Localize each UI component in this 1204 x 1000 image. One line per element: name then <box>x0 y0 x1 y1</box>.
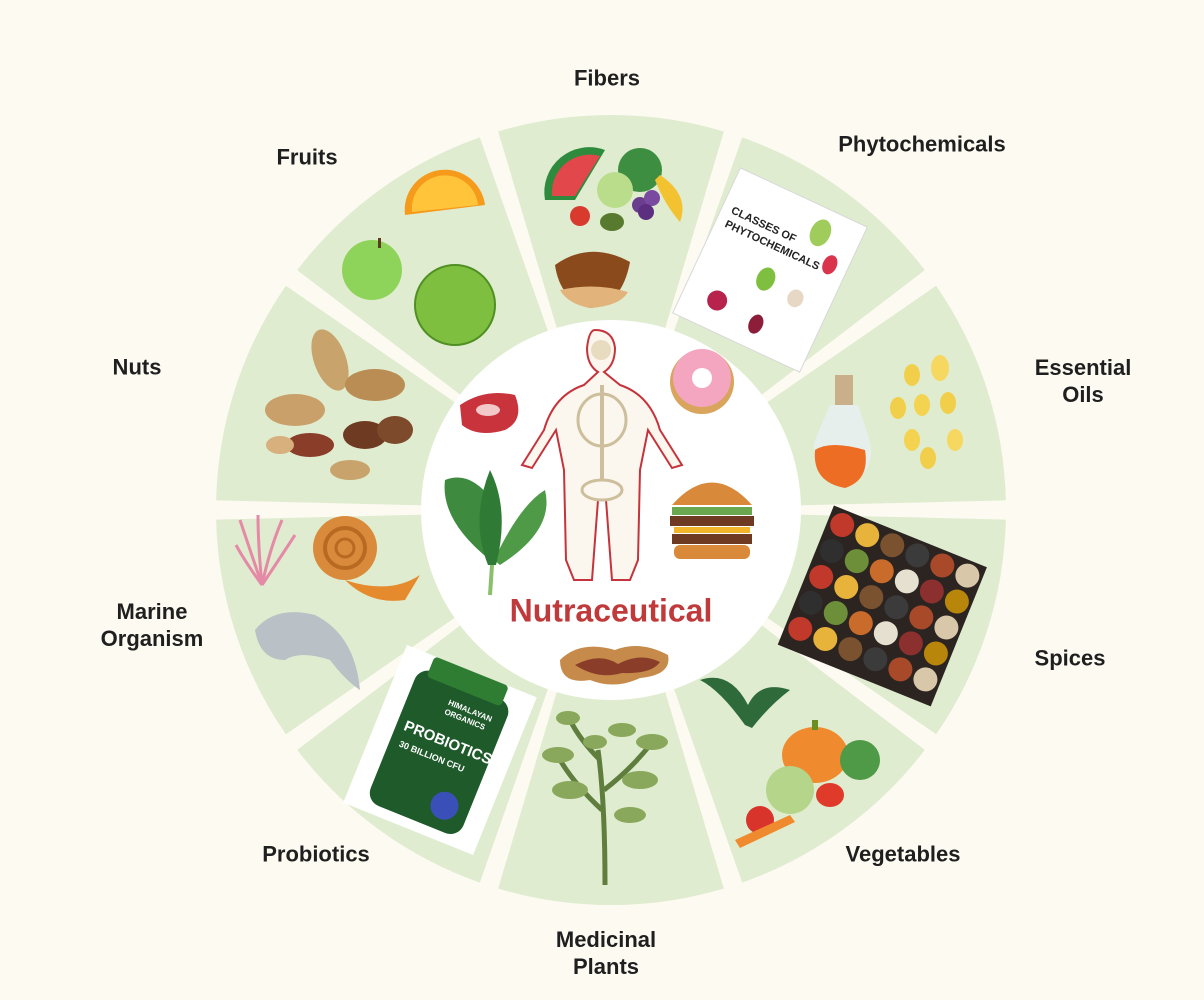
label-essential-oils: EssentialOils <box>1035 354 1132 408</box>
label-line: Medicinal <box>556 926 656 953</box>
label-fruits: Fruits <box>276 144 337 171</box>
label-line: Vegetables <box>846 841 961 868</box>
label-line: Organism <box>101 625 204 652</box>
label-line: Marine <box>101 598 204 625</box>
label-marine-organism: MarineOrganism <box>101 598 204 652</box>
label-line: Plants <box>556 953 656 980</box>
label-line: Nuts <box>113 354 162 381</box>
label-line: Fruits <box>276 144 337 171</box>
label-line: Oils <box>1035 381 1132 408</box>
label-line: Probiotics <box>262 841 370 868</box>
label-phytochemicals: Phytochemicals <box>838 131 1006 158</box>
label-fibers: Fibers <box>574 65 640 92</box>
label-line: Spices <box>1035 645 1106 672</box>
center-title: Nutraceutical <box>510 593 713 630</box>
label-vegetables: Vegetables <box>846 841 961 868</box>
label-probiotics: Probiotics <box>262 841 370 868</box>
label-spices: Spices <box>1035 645 1106 672</box>
label-line: Phytochemicals <box>838 131 1006 158</box>
label-line: Essential <box>1035 354 1132 381</box>
label-medicinal-plants: MedicinalPlants <box>556 926 656 980</box>
label-line: Fibers <box>574 65 640 92</box>
label-nuts: Nuts <box>113 354 162 381</box>
